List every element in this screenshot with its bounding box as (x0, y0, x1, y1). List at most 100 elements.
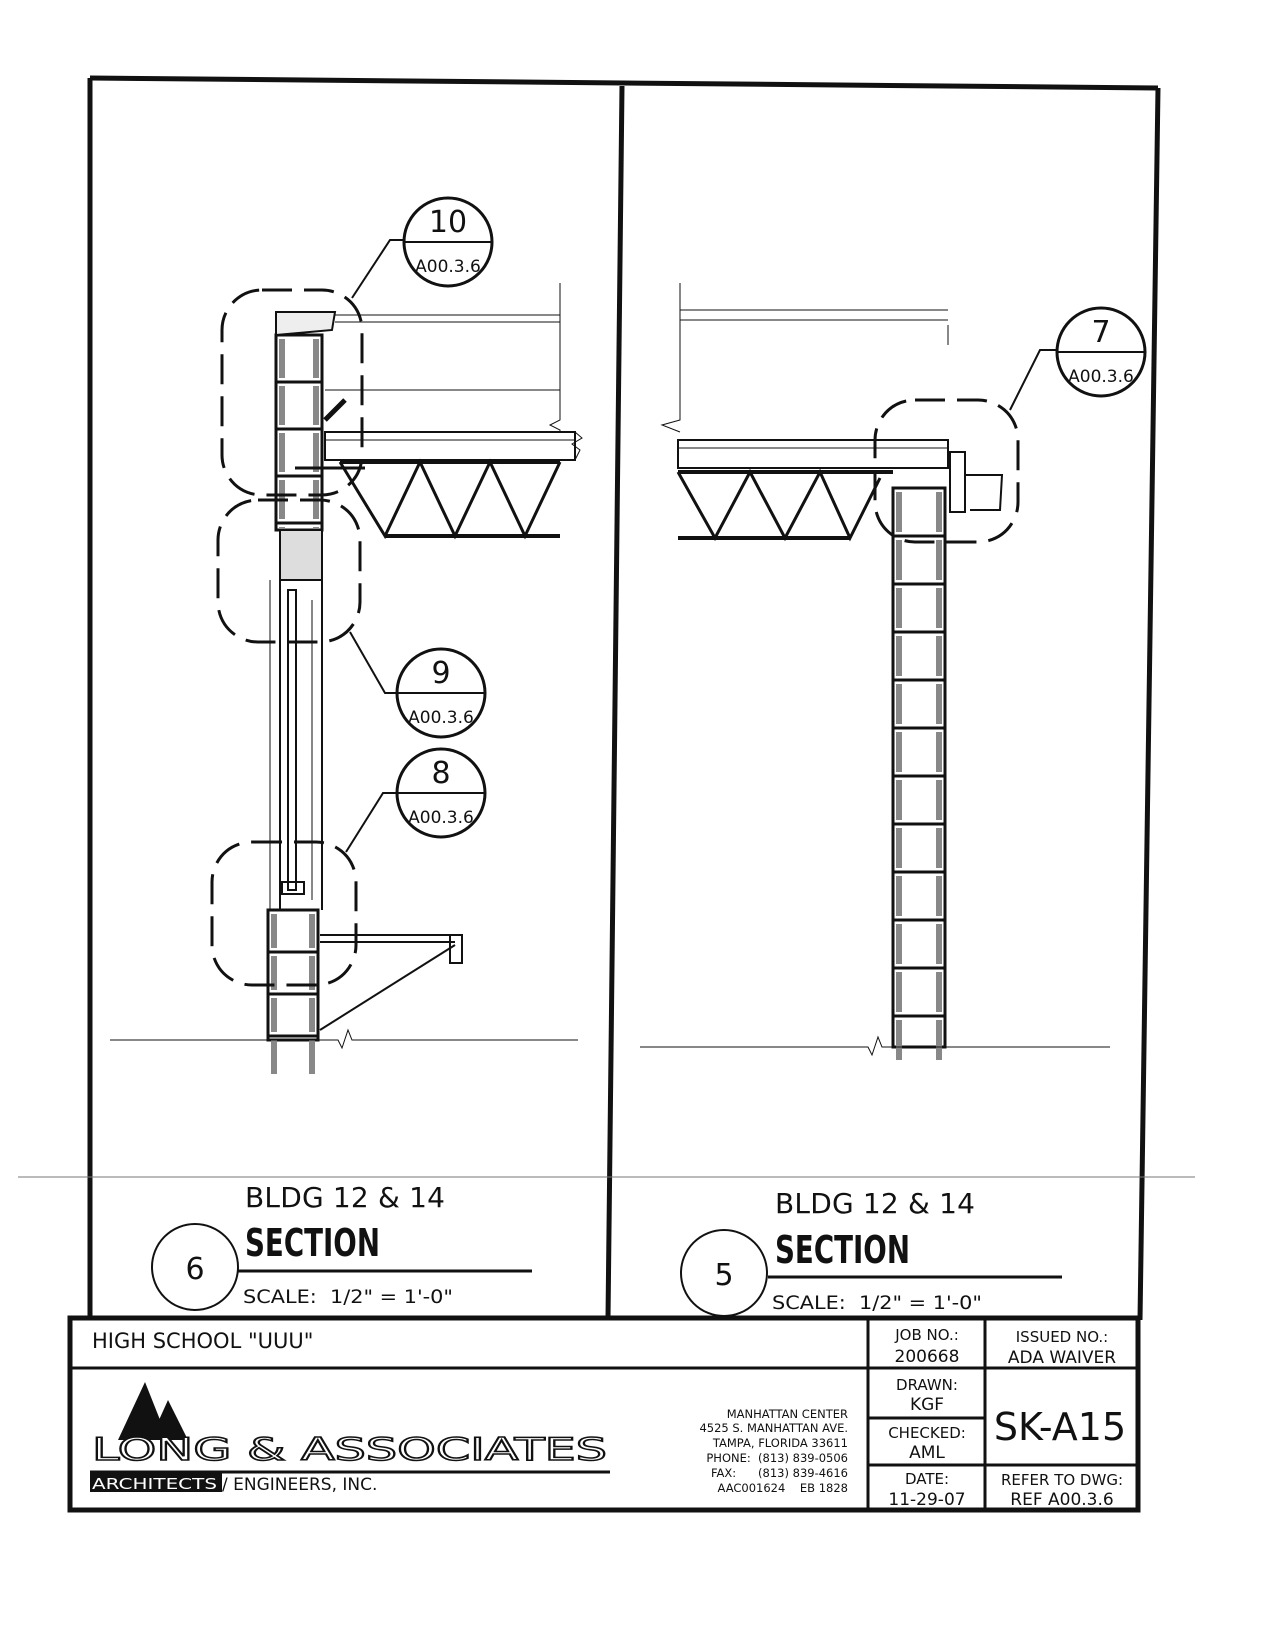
svg-text:PHONE: (813) 839-0506: PHONE: (813) 839-0506 (706, 1451, 848, 1465)
steel-joist (323, 398, 562, 540)
block-face-shell (896, 972, 902, 1012)
block-face-shell (896, 780, 902, 820)
coping-cap (275, 311, 337, 337)
block-face-shell (936, 1020, 942, 1060)
block-face-shell (936, 684, 942, 724)
section-5-drawing (640, 283, 1110, 1060)
block-face-shell (896, 684, 902, 724)
block-face-shell (936, 924, 942, 964)
block-face-shell (309, 998, 315, 1032)
logo-triangle (118, 1382, 168, 1440)
block-face-shell (896, 924, 902, 964)
checked-value: AML (909, 1443, 945, 1463)
roof-deck (677, 439, 1004, 513)
block-face-shell (313, 433, 319, 472)
block-face-shell (936, 588, 942, 628)
parapet-lines (325, 283, 561, 432)
block-face-shell (313, 386, 319, 425)
svg-text:MANHATTAN CENTER: MANHATTAN CENTER (727, 1407, 848, 1421)
block-face-shell (896, 636, 902, 676)
building-label: BLDG 12 & 14 (245, 1181, 445, 1214)
section-number: 6 (185, 1252, 204, 1287)
block-face-shell (936, 492, 942, 532)
section-title: SECTION (775, 1228, 910, 1272)
block-face-shell (896, 540, 902, 580)
firm-logo: LONG & ASSOCIATES ARCHITECTS / ENGINEERS… (90, 1382, 610, 1495)
block-face-shell (936, 972, 942, 1012)
block-face-shell (309, 956, 315, 990)
block-face-shell (896, 876, 902, 916)
callout-8[interactable]: 8 A00.3.6 (395, 747, 487, 839)
checked-label: CHECKED: (888, 1424, 966, 1442)
callout-sheet: A00.3.6 (408, 708, 474, 728)
block-face-shell (936, 780, 942, 820)
masonry-wall-lower (266, 908, 320, 1074)
block-face-shell (896, 732, 902, 772)
svg-text:AAC001624 EB 1828: AAC001624 EB 1828 (718, 1481, 848, 1495)
block-face-shell (279, 433, 285, 472)
drawn-value: KGF (910, 1395, 944, 1415)
callout-7[interactable]: 7 A00.3.6 (1055, 306, 1147, 398)
section-number: 5 (714, 1258, 733, 1293)
date-value: 11-29-07 (888, 1490, 965, 1510)
section-title: SECTION (245, 1221, 380, 1265)
drawn-label: DRAWN: (896, 1376, 958, 1394)
callout-detail-number: 7 (1091, 315, 1110, 350)
block-face-shell (279, 339, 285, 378)
ground-line (640, 1035, 1110, 1057)
callout-9[interactable]: 9 A00.3.6 (395, 647, 487, 739)
callout-sheet: A00.3.6 (1068, 367, 1134, 387)
firm-name: LONG & ASSOCIATES (92, 1432, 607, 1468)
callout-sheet: A00.3.6 (408, 808, 474, 828)
firm-subtitle-engineers: / ENGINEERS, INC. (222, 1475, 377, 1495)
block-face-shell (309, 1040, 315, 1074)
parapet-lines (660, 283, 949, 433)
block-face-shell (936, 540, 942, 580)
refer-value: REF A00.3.6 (1010, 1490, 1113, 1510)
sheet-frame (18, 75, 1195, 1513)
firm-address: MANHATTAN CENTER 4525 S. MANHATTAN AVE. … (699, 1407, 848, 1495)
detail-boundary (873, 398, 1020, 544)
detail-boundaries (210, 288, 364, 987)
issued-label: ISSUED NO.: (1016, 1328, 1108, 1346)
callout-detail-number: 8 (431, 756, 450, 791)
block-face-shell (309, 914, 315, 948)
block-face-shell (936, 876, 942, 916)
concrete-bond-beam (279, 529, 323, 581)
job-number-label: JOB NO.: (894, 1326, 959, 1344)
callout-detail-number: 9 (431, 656, 450, 691)
firm-subtitle-architects: ARCHITECTS (92, 1475, 217, 1493)
block-face-shell (936, 636, 942, 676)
block-face-shell (313, 339, 319, 378)
svg-text:4525 S. MANHATTAN AVE.: 4525 S. MANHATTAN AVE. (699, 1421, 848, 1435)
job-number-value: 200668 (895, 1347, 960, 1367)
date-label: DATE: (905, 1470, 949, 1488)
callout-10[interactable]: 10 A00.3.6 (402, 196, 494, 288)
window-assembly (269, 580, 323, 910)
callout-sheet: A00.3.6 (415, 257, 481, 277)
block-face-shell (936, 732, 942, 772)
block-face-shell (896, 588, 902, 628)
block-face-shell (936, 828, 942, 868)
ground-line (110, 1028, 578, 1050)
steel-joist (676, 468, 893, 542)
svg-text:FAX: (813) 839-4616: FAX: (813) 839-4616 (711, 1466, 848, 1480)
title-block: HIGH SCHOOL "UUU" LONG & ASSOCIATES ARCH… (90, 1326, 1126, 1510)
callout-leaders (345, 239, 1058, 853)
svg-text:TAMPA, FLORIDA 33611: TAMPA, FLORIDA 33611 (712, 1436, 848, 1450)
masonry-wall (891, 486, 947, 1060)
block-face-shell (271, 998, 277, 1032)
block-face-shell (279, 386, 285, 425)
building-label: BLDG 12 & 14 (775, 1187, 975, 1220)
block-face-shell (896, 828, 902, 868)
block-face-shell (271, 956, 277, 990)
issued-value: ADA WAIVER (1008, 1348, 1116, 1368)
block-face-shell (896, 1020, 902, 1060)
scale-label: SCALE: 1/2" = 1'-0" (243, 1286, 453, 1308)
project-name: HIGH SCHOOL "UUU" (92, 1329, 313, 1353)
block-face-shell (271, 1040, 277, 1074)
block-face-shell (271, 914, 277, 948)
scale-label: SCALE: 1/2" = 1'-0" (772, 1292, 982, 1314)
section-6-drawing (110, 239, 1058, 1074)
